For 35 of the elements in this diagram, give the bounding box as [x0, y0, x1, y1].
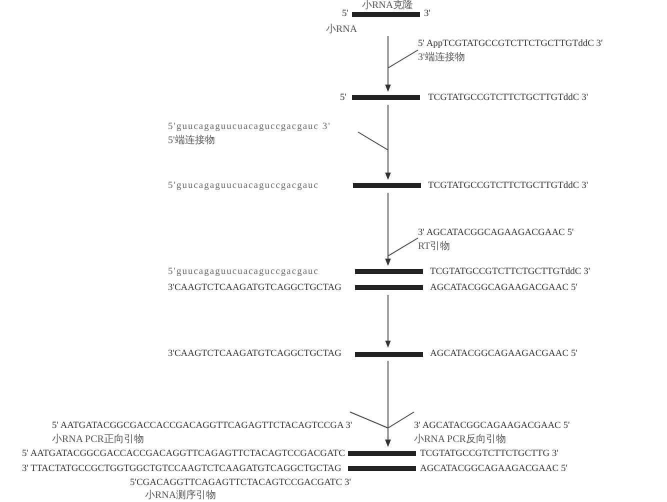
- arrow: [385, 294, 391, 348]
- sequence-text: 3' AGCATACGGCAGAAGACGAAC 5': [414, 420, 570, 432]
- sequence-text: TCGTATGCCGTCTTCTGCTTGTddC 3': [430, 266, 590, 278]
- sequence-text: 5': [342, 8, 348, 20]
- sequence-text: AGCATACGGCAGAAGACGAAC 5': [420, 463, 568, 475]
- reagent-name: 5'端连接物: [168, 135, 215, 147]
- sequence-text: 5' AATGATACGGCGACCACCGACAGGTTCAGAGTTCTACAGTCCGACGATC: [22, 448, 345, 460]
- arrow: [358, 132, 391, 180]
- caption-text: 小RNA克隆: [362, 0, 414, 12]
- arrow: [385, 238, 418, 266]
- sequence-text: TCGTATGCCGTCTTCTGCTTGTddC 3': [428, 180, 588, 192]
- reagent-name: 小RNA PCR反向引物: [414, 434, 506, 446]
- sequence-text: TCGTATGCCGTCTTCTGCTTG 3': [420, 448, 558, 460]
- sequence-text: 3': [424, 8, 430, 20]
- sequence-text: 3'CAAGTCTCAAGATGTCAGGCTGCTAG: [168, 282, 342, 294]
- sequence-text: 5': [340, 92, 346, 104]
- sequence-text: 5'guucagaguucuacaguccgacgauc 3': [168, 121, 331, 133]
- sequence-text: 3'CAAGTCTCAAGATGTCAGGCTGCTAG: [168, 348, 342, 360]
- reagent-name: 3'端连接物: [418, 52, 465, 64]
- sequence-text: TCGTATGCCGTCTTCTGCTTGTddC 3': [428, 92, 588, 104]
- sequence-text: 5' AppTCGTATGCCGTCTTCTGCTTGTddC 3': [418, 38, 603, 50]
- arrow: [385, 50, 418, 92]
- sequence-text: 5'guucagaguucuacaguccgacgauc: [168, 180, 320, 192]
- sequence-text: 5' AATGATACGGCGACCACCGACAGGTTCAGAGTTCTACAGTCCGA 3': [52, 420, 352, 432]
- sequence-text: 3' TTACTATGCCGCTGGTGGCTGTCCAAGTCTCAAGATGTCAGGCTGCTAG: [22, 463, 342, 475]
- sequence-text: 3' AGCATACGGCAGAAGACGAAC 5': [418, 227, 574, 239]
- reagent-name: 小RNA PCR正向引物: [52, 434, 144, 446]
- caption-text: 小RNA: [326, 24, 358, 36]
- sequence-text: 5'guucagaguucuacaguccgacgauc: [168, 266, 320, 278]
- reagent-name: RT引物: [418, 241, 450, 253]
- sequence-text: 5'CGACAGGTTCAGAGTTCTACAGTCCGACGATC 3': [130, 477, 351, 489]
- sequence-text: AGCATACGGCAGAAGACGAAC 5': [430, 282, 578, 294]
- sequence-text: AGCATACGGCAGAAGACGAAC 5': [430, 348, 578, 360]
- caption-text: 小RNA测序引物: [145, 490, 216, 502]
- arrow: [385, 412, 414, 447]
